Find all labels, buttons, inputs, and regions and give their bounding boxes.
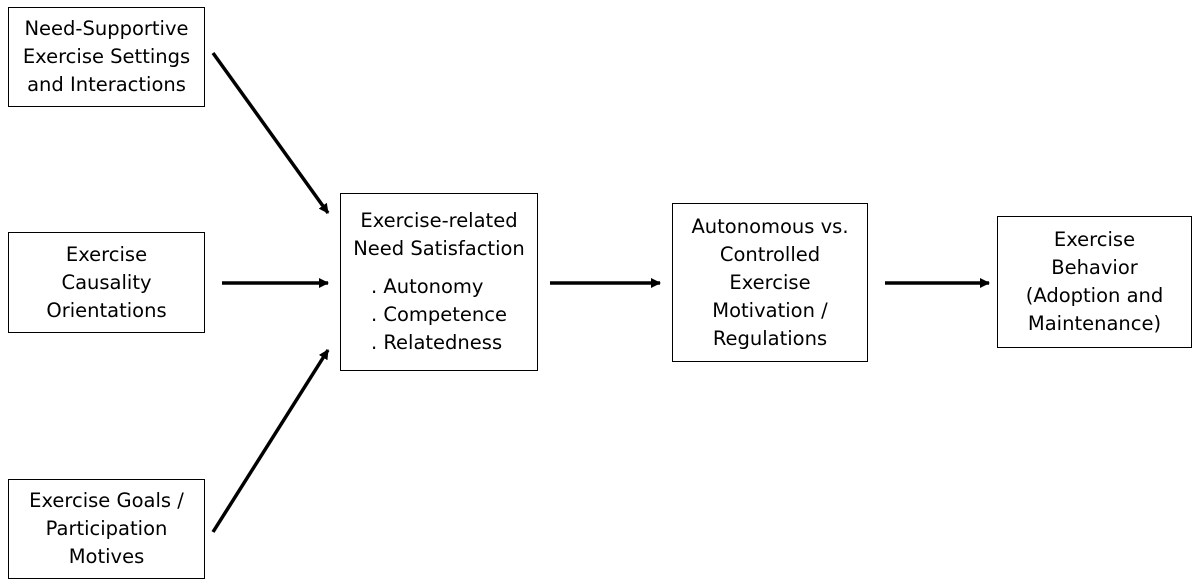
box-text-line: Exercise — [729, 270, 811, 294]
need-item-competence: . Competence — [370, 303, 508, 326]
motivation-box: Autonomous vs. Controlled Exercise Motiv… — [672, 203, 868, 362]
box-text-line: Exercise-related — [360, 209, 518, 232]
arrow-settings-to-satisfaction — [211, 51, 330, 215]
box-text-line: Autonomous vs. — [691, 214, 849, 238]
box-text-line: Exercise Settings — [22, 45, 191, 68]
arrow-goals-to-satisfaction — [211, 349, 330, 533]
box-text-line: Exercise — [65, 242, 148, 266]
box-text-line: Participation — [45, 517, 168, 540]
need-item-relatedness: . Relatedness — [370, 331, 503, 354]
need-satisfaction-box: Exercise-related Need Satisfaction . Aut… — [340, 193, 538, 371]
box-text-line: and Interactions — [27, 73, 186, 96]
box-text-line: Orientations — [46, 298, 167, 322]
box-text-line: Causality — [61, 270, 152, 294]
exercise-behavior-box: Exercise Behavior (Adoption and Maintena… — [997, 216, 1192, 348]
box-text-line: Need-Supportive — [24, 17, 189, 40]
exercise-goals-box: Exercise Goals / Participation Motives — [8, 479, 205, 579]
box-text-line: (Adoption and — [1025, 284, 1164, 307]
box-text-line: Motivation / — [712, 298, 828, 322]
box-text-line: Maintenance) — [1027, 312, 1162, 335]
box-text-line: Exercise Goals / — [29, 489, 184, 512]
box-text-line: Exercise — [1053, 228, 1136, 251]
box-text-line: Behavior — [1051, 256, 1138, 279]
box-text-line: Regulations — [712, 326, 828, 350]
need-list: . Autonomy . Competence . Relatedness — [371, 273, 507, 357]
box-text-line: Motives — [68, 545, 145, 568]
need-supportive-settings-box: Need-Supportive Exercise Settings and In… — [8, 7, 205, 107]
need-item-autonomy: . Autonomy — [370, 275, 484, 298]
box-text-line: Controlled — [719, 242, 821, 266]
box-text-line: Need Satisfaction — [353, 237, 525, 260]
causality-orientations-box: Exercise Causality Orientations — [8, 232, 205, 333]
